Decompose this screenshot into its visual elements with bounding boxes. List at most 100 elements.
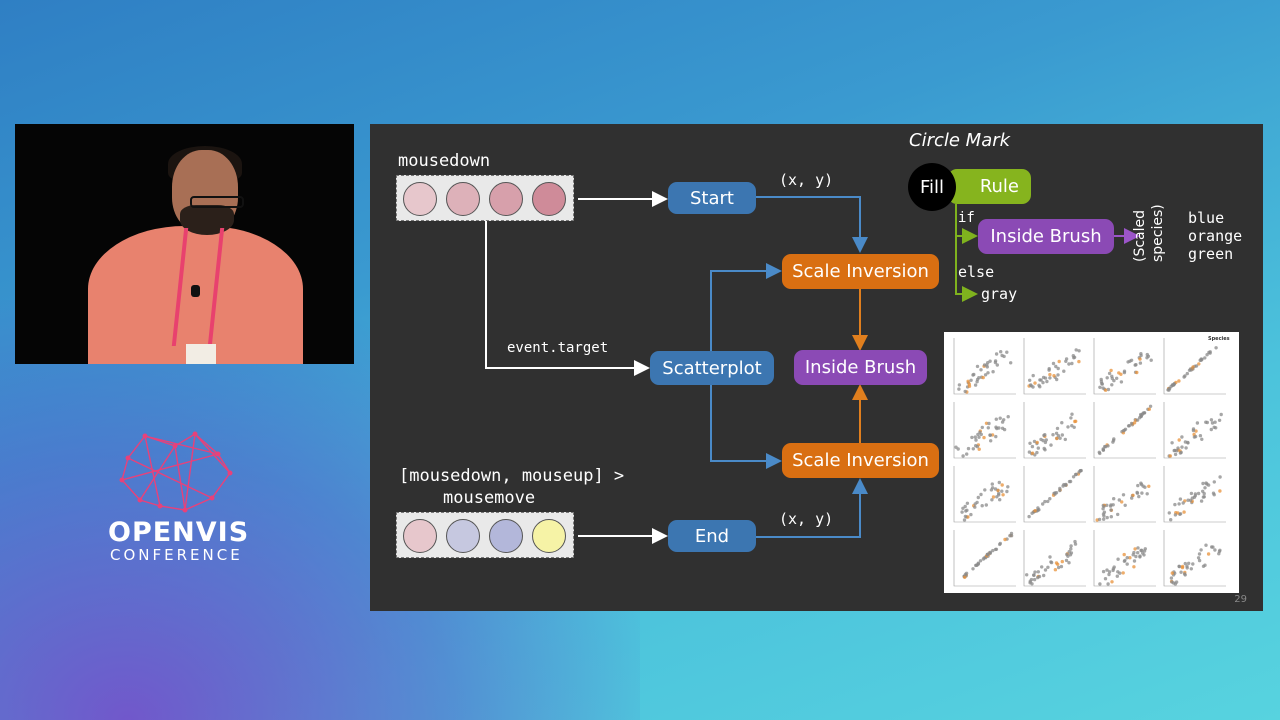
matrix-point bbox=[1042, 446, 1046, 451]
matrix-point bbox=[1111, 438, 1116, 443]
matrix-point bbox=[1212, 480, 1216, 484]
matrix-point bbox=[1134, 363, 1138, 367]
matrix-point bbox=[1137, 494, 1141, 499]
matrix-point bbox=[984, 421, 989, 425]
event-dot bbox=[489, 182, 523, 216]
matrix-point bbox=[1183, 561, 1187, 566]
matrix-point bbox=[1117, 371, 1121, 375]
color-values: blue orange green bbox=[1188, 209, 1242, 263]
species-legend-title: Species bbox=[1208, 336, 1230, 342]
matrix-point bbox=[1055, 436, 1059, 441]
matrix-point bbox=[1032, 439, 1037, 444]
matrix-point bbox=[1107, 570, 1112, 574]
matrix-point bbox=[1145, 352, 1149, 357]
matrix-point bbox=[1048, 372, 1052, 377]
matrix-point bbox=[990, 482, 994, 486]
matrix-point bbox=[986, 361, 990, 365]
matrix-point bbox=[1122, 369, 1127, 373]
matrix-point bbox=[1074, 348, 1078, 352]
matrix-point bbox=[1209, 418, 1214, 422]
matrix-point bbox=[1028, 581, 1032, 585]
matrix-point bbox=[1060, 559, 1064, 564]
matrix-point bbox=[993, 487, 998, 491]
matrix-point bbox=[1177, 502, 1181, 506]
matrix-point bbox=[1041, 502, 1045, 506]
matrix-point bbox=[1121, 493, 1126, 497]
matrix-point bbox=[987, 421, 991, 426]
matrix-point bbox=[1136, 483, 1140, 488]
matrix-point bbox=[1002, 418, 1006, 422]
matrix-point bbox=[1068, 479, 1073, 484]
matrix-point bbox=[1196, 556, 1201, 560]
matrix-point bbox=[1036, 570, 1040, 574]
matrix-point bbox=[1194, 364, 1199, 368]
matrix-point bbox=[1001, 493, 1005, 497]
matrix-point bbox=[1195, 421, 1200, 425]
matrix-point bbox=[1175, 449, 1179, 453]
matrix-point bbox=[1111, 568, 1115, 573]
matrix-point bbox=[969, 378, 973, 382]
matrix-point bbox=[1138, 555, 1142, 559]
matrix-point bbox=[1100, 382, 1104, 386]
event-dot bbox=[403, 182, 437, 216]
matrix-point bbox=[1211, 545, 1215, 549]
matrix-point bbox=[1199, 358, 1203, 362]
matrix-point bbox=[1131, 553, 1135, 557]
matrix-point bbox=[1101, 386, 1105, 390]
matrix-point bbox=[1072, 355, 1077, 359]
matrix-point bbox=[1187, 561, 1191, 565]
matrix-point bbox=[1049, 560, 1053, 564]
matrix-point bbox=[1193, 434, 1198, 439]
matrix-point bbox=[1109, 508, 1113, 512]
inside-brush-rule-node: Inside Brush bbox=[978, 219, 1114, 254]
matrix-point bbox=[1147, 484, 1151, 488]
drag-event-queue bbox=[396, 512, 574, 558]
matrix-point bbox=[1005, 489, 1009, 494]
matrix-point bbox=[1032, 577, 1037, 582]
matrix-point bbox=[1028, 378, 1032, 382]
matrix-point bbox=[1048, 376, 1052, 380]
matrix-point bbox=[1056, 366, 1060, 371]
matrix-point bbox=[982, 435, 986, 440]
matrix-point bbox=[1057, 359, 1061, 364]
matrix-point bbox=[991, 548, 995, 553]
matrix-point bbox=[1053, 568, 1058, 572]
matrix-point bbox=[1055, 426, 1060, 431]
matrix-point bbox=[1073, 472, 1078, 477]
matrix-point bbox=[1102, 510, 1107, 514]
matrix-point bbox=[1042, 573, 1046, 578]
matrix-point bbox=[1110, 580, 1114, 584]
matrix-point bbox=[1128, 556, 1132, 560]
matrix-point bbox=[1009, 531, 1014, 536]
matrix-point bbox=[986, 371, 990, 375]
matrix-point bbox=[970, 435, 974, 440]
matrix-point bbox=[979, 368, 983, 372]
matrix-point bbox=[1054, 561, 1059, 565]
matrix-point bbox=[975, 500, 979, 505]
matrix-point bbox=[1039, 378, 1043, 382]
matrix-point bbox=[1189, 368, 1193, 372]
matrix-point bbox=[1116, 570, 1120, 574]
matrix-point bbox=[1132, 559, 1137, 563]
xy-label-bottom: (x, y) bbox=[779, 510, 834, 528]
matrix-point bbox=[1056, 434, 1061, 438]
matrix-point bbox=[990, 498, 994, 502]
matrix-point bbox=[990, 486, 995, 490]
matrix-point bbox=[1059, 564, 1064, 569]
matrix-point bbox=[1123, 558, 1127, 563]
matrix-point bbox=[971, 447, 975, 451]
matrix-point bbox=[1125, 556, 1129, 560]
matrix-point bbox=[1098, 582, 1102, 586]
openvis-logo-icon bbox=[119, 431, 233, 513]
else-label: else bbox=[958, 263, 995, 281]
matrix-cell bbox=[953, 402, 1016, 459]
matrix-point bbox=[1070, 412, 1074, 416]
matrix-cell bbox=[1093, 530, 1156, 587]
matrix-point bbox=[1068, 553, 1073, 557]
matrix-point bbox=[978, 559, 983, 563]
matrix-point bbox=[1134, 554, 1138, 559]
matrix-point bbox=[1171, 383, 1176, 387]
matrix-point bbox=[1173, 513, 1178, 517]
matrix-point bbox=[994, 352, 999, 356]
event-dot bbox=[489, 519, 523, 553]
